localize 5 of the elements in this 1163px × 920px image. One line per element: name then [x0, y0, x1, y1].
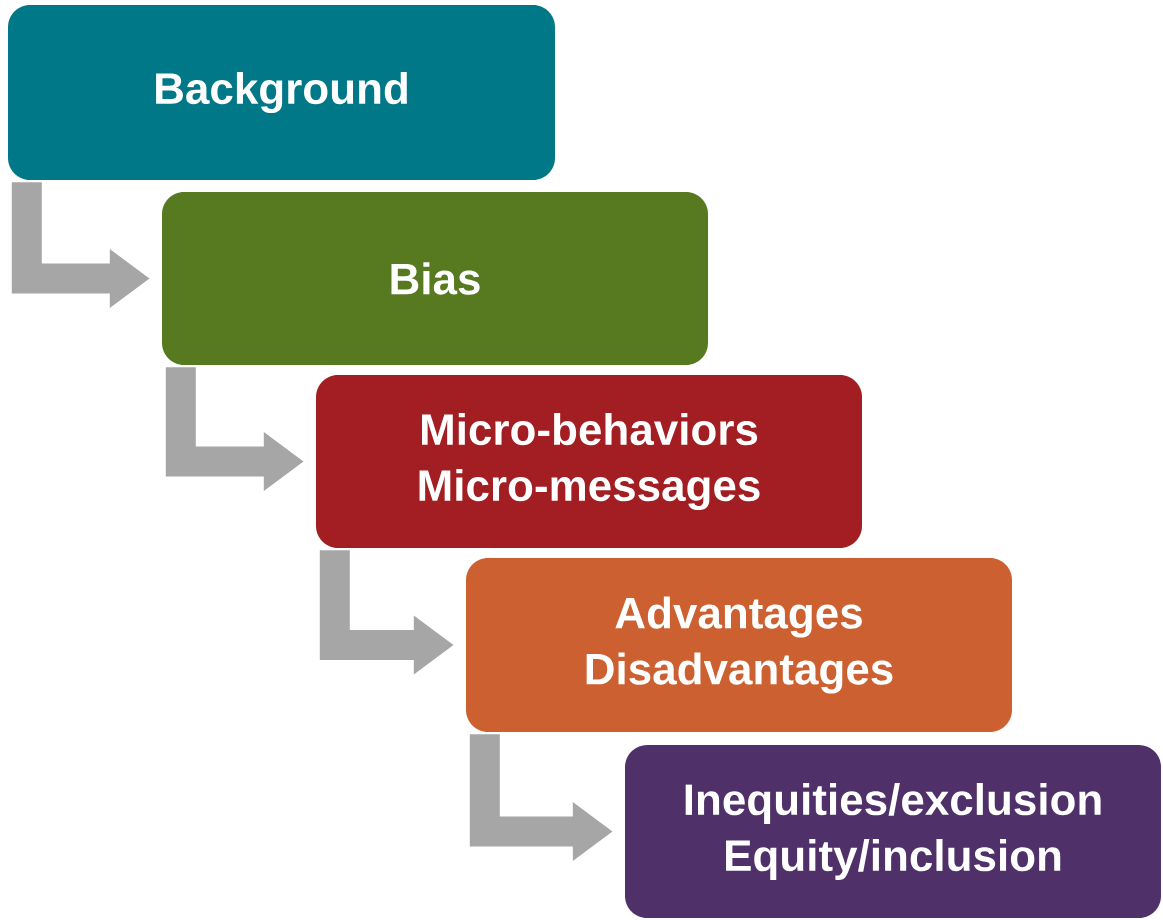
process-box: Micro-behaviors Micro-messages	[316, 375, 862, 548]
process-box: Advantages Disadvantages	[466, 558, 1012, 732]
process-box: Background	[8, 5, 555, 180]
process-box: Bias	[162, 192, 708, 365]
process-box: Inequities/exclusion Equity/inclusion	[625, 745, 1161, 918]
